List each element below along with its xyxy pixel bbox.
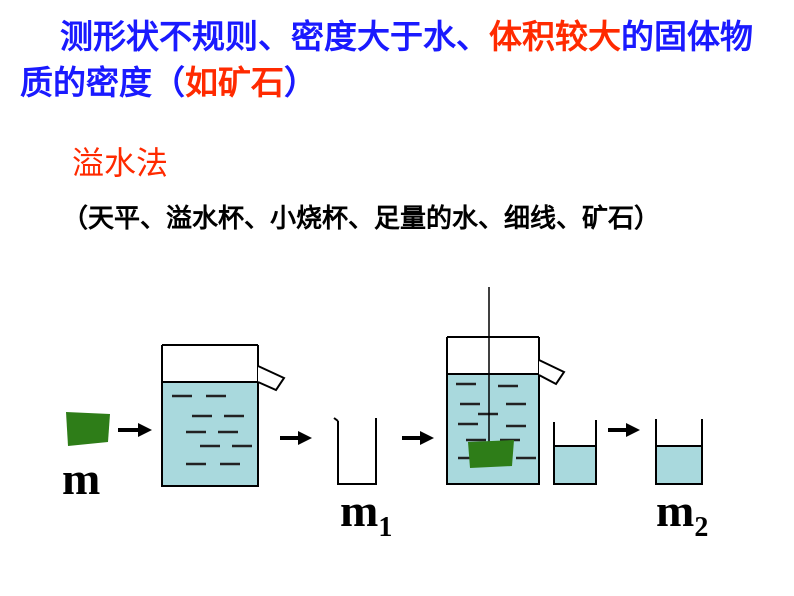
title-highlight-ore: 如矿石 <box>185 63 284 102</box>
mass-label-m: m <box>62 453 101 504</box>
title-part-1: 测形状不规则、密度大于水、 <box>60 17 489 56</box>
beaker-with-overflow-water <box>553 420 597 485</box>
mass-label-m1: m1 <box>340 485 393 543</box>
ore-sample-icon <box>468 440 514 468</box>
title-part-5: ） <box>284 63 317 102</box>
title-highlight-volume: 体积较大 <box>489 17 621 56</box>
arrow-icon <box>280 431 312 445</box>
title-text: 测形状不规则、密度大于水、体积较大的固体物质的密度（如矿石） <box>20 14 780 106</box>
arrow-icon <box>608 423 640 437</box>
empty-beaker <box>333 417 377 485</box>
arrow-icon <box>402 431 434 445</box>
tools-list: （天平、溢水杯、小烧杯、足量的水、细线、矿石） <box>62 204 661 234</box>
overflow-can-full <box>161 344 286 487</box>
method-heading: 溢水法 <box>72 144 169 182</box>
ore-sample-icon <box>66 412 110 446</box>
arrow-icon <box>118 423 152 437</box>
beaker-with-water <box>655 419 703 485</box>
overflow-can-with-ore <box>446 287 566 485</box>
title-part-3: 的固体物质的密度（ <box>20 17 753 102</box>
mass-label-m2: m2 <box>656 485 709 543</box>
